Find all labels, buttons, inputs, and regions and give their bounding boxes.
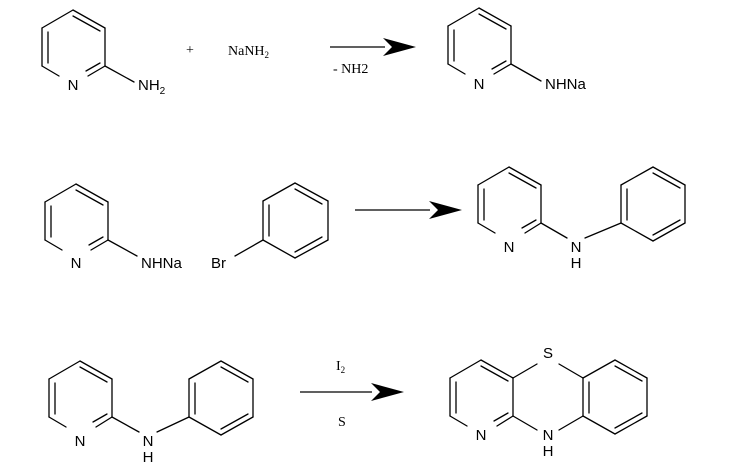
arrow-3-reagent-iodine: I2 [336, 359, 345, 375]
ring-nitrogen: N [68, 77, 79, 94]
nhna-group-label: NHNa [545, 76, 586, 93]
reaction-arrow-1 [330, 38, 416, 56]
reaction-arrow-2 [355, 201, 462, 219]
sulfur-atom: S [543, 345, 553, 362]
ring-nitrogen: N [71, 255, 82, 272]
pyridine-ring-bonds [41, 9, 135, 83]
product-2-anilinopyridine: N N H [477, 166, 686, 272]
ring-nitrogen: N [504, 239, 515, 256]
amine-hydrogen: H [143, 449, 154, 464]
reaction-arrow-3 [300, 383, 404, 401]
nhna-group-label: NHNa [141, 255, 182, 272]
reactant-2-anilinopyridine: N N H [48, 360, 254, 464]
amine-hydrogen: H [543, 443, 554, 460]
benzene-ring-bonds [234, 182, 329, 259]
ring-nitrogen: N [75, 433, 86, 450]
molecule-bonds [449, 359, 648, 435]
product-sodium-2-pyridylamide: N NHNa [447, 7, 586, 93]
reagent-sodium-amide: NaNH2 [228, 44, 269, 60]
ring-nitrogen: N [474, 76, 485, 93]
pyridine-ring-bonds [447, 7, 542, 82]
bromine-substituent: Br [211, 255, 226, 272]
arrow-1-condition: - NH2 [333, 62, 368, 77]
reactant-bromobenzene: Br [211, 182, 329, 272]
reactant-sodium-2-pyridylamide: N NHNa [44, 183, 182, 272]
molecule-bonds [477, 166, 686, 242]
amino-group-label: NH2 [138, 77, 166, 97]
reactant-2-aminopyridine: N NH2 [41, 9, 166, 97]
product-azaphenothiazine: S N N H [449, 345, 648, 460]
plus-sign: + [186, 43, 194, 58]
arrow-3-reagent-sulfur: S [338, 415, 346, 430]
amine-nitrogen: N [143, 433, 154, 450]
molecule-bonds [48, 360, 254, 436]
amine-nitrogen: N [543, 427, 554, 444]
pyridine-ring-bonds [44, 183, 138, 257]
ring-nitrogen: N [476, 427, 487, 444]
amine-nitrogen: N [571, 239, 582, 256]
amine-hydrogen: H [571, 255, 582, 272]
